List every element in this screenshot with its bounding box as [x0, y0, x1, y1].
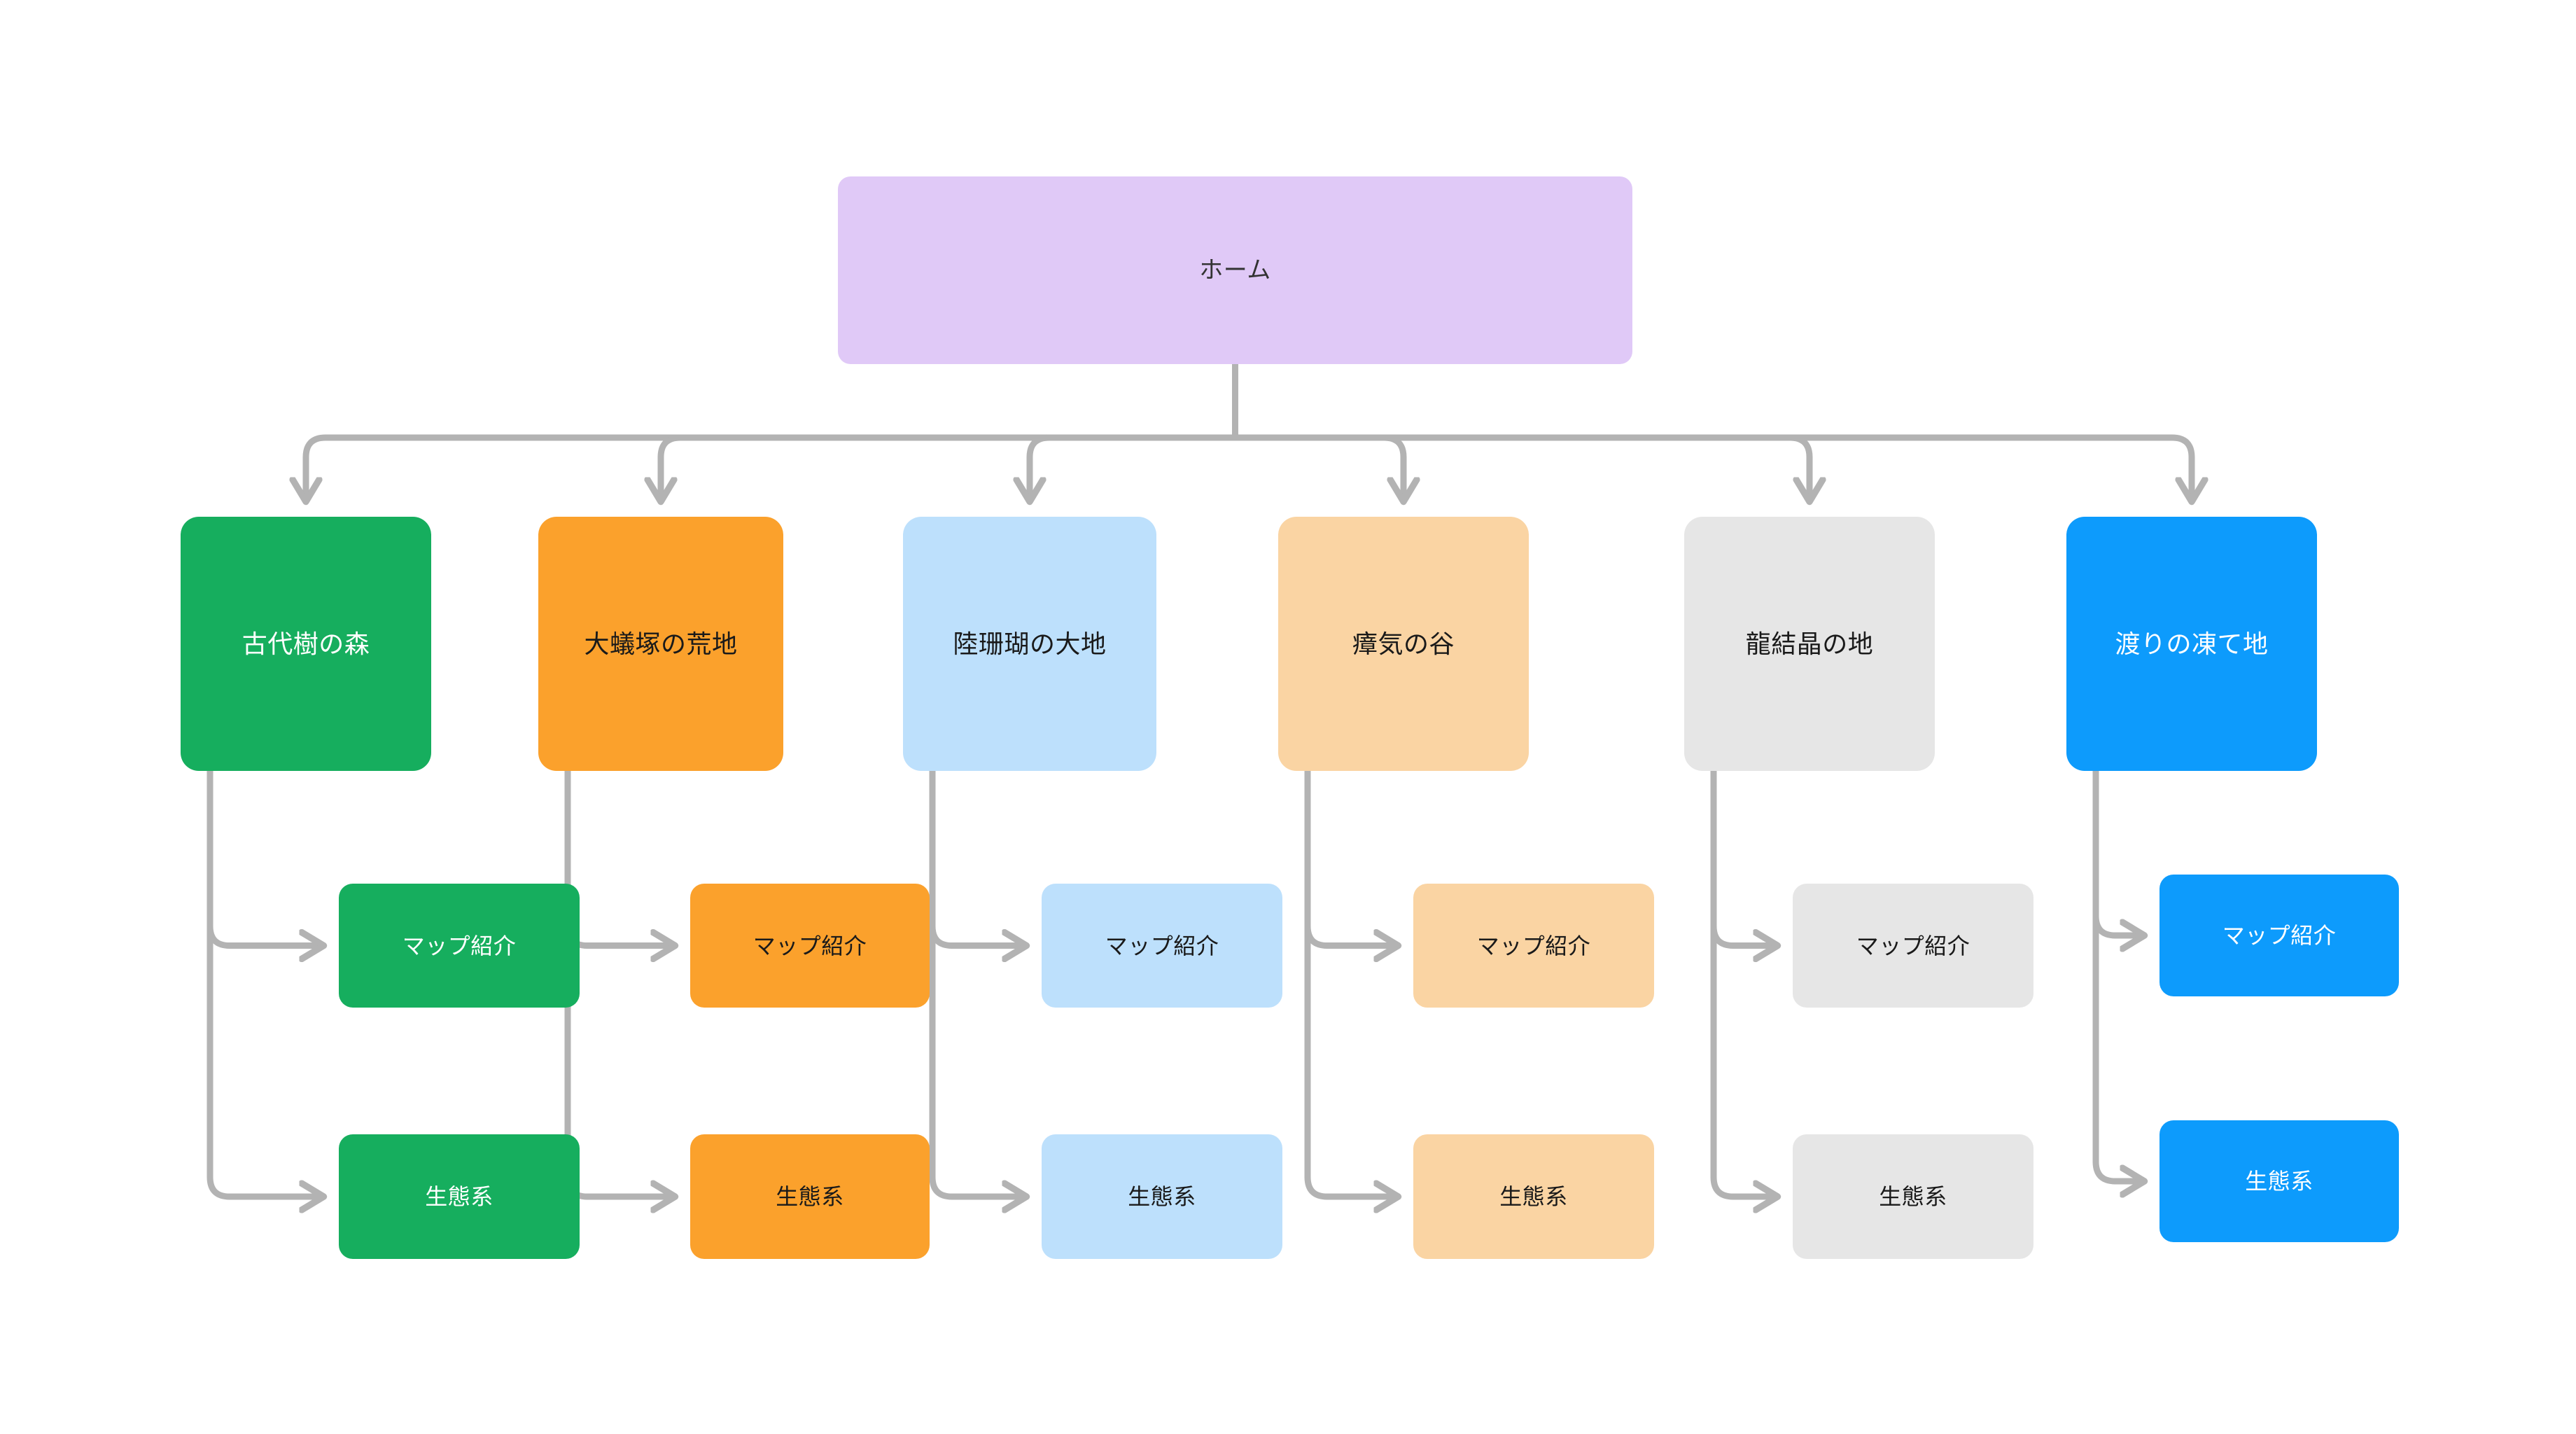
node-area-5[interactable]: 龍結晶の地: [1684, 517, 1935, 771]
node-area-2-label: 大蟻塚の荒地: [584, 629, 738, 658]
edge-root-to-area-6: [1232, 434, 2192, 499]
node-area-6-child-1[interactable]: マップ紹介: [2160, 875, 2399, 996]
node-home[interactable]: ホーム: [838, 176, 1632, 364]
edge-area-6-to-child-2: [2092, 767, 2141, 1181]
node-area-1-child-2[interactable]: 生態系: [339, 1134, 580, 1259]
node-area-3[interactable]: 陸珊瑚の大地: [903, 517, 1156, 771]
node-area-3-child-2[interactable]: 生態系: [1042, 1134, 1282, 1259]
node-area-4-child-1[interactable]: マップ紹介: [1413, 884, 1654, 1008]
edge-area-3-to-child-2: [929, 767, 1023, 1197]
edge-root-to-area-5: [1232, 434, 1810, 499]
node-area-2-child-2[interactable]: 生態系: [690, 1134, 930, 1259]
node-area-6-label: 渡りの凍て地: [2115, 629, 2269, 658]
edge-area-5-to-child-1: [1710, 767, 1774, 946]
node-area-6-child-2-label: 生態系: [2245, 1169, 2314, 1194]
node-area-5-child-1[interactable]: マップ紹介: [1793, 884, 2033, 1008]
node-area-5-child-1-label: マップ紹介: [1856, 933, 1970, 959]
node-area-1-label: 古代樹の森: [241, 629, 370, 658]
node-area-3-child-1[interactable]: マップ紹介: [1042, 884, 1282, 1008]
edge-root-to-area-2: [661, 434, 1238, 499]
node-area-4[interactable]: 瘴気の谷: [1278, 517, 1529, 771]
edge-area-5-to-child-2: [1710, 767, 1774, 1197]
node-area-4-child-2[interactable]: 生態系: [1413, 1134, 1654, 1259]
node-area-6[interactable]: 渡りの凍て地: [2066, 517, 2317, 771]
edge-area-1-to-child-2: [206, 767, 321, 1197]
node-area-2-child-2-label: 生態系: [776, 1184, 844, 1209]
node-area-1-child-1[interactable]: マップ紹介: [339, 884, 580, 1008]
node-area-2[interactable]: 大蟻塚の荒地: [538, 517, 783, 771]
node-area-1-child-2-label: 生態系: [425, 1184, 493, 1209]
node-area-2-child-1-label: マップ紹介: [752, 933, 867, 959]
edge-area-1-to-child-1: [206, 767, 321, 946]
node-area-4-child-2-label: 生態系: [1499, 1184, 1568, 1209]
node-area-5-child-2[interactable]: 生態系: [1793, 1134, 2033, 1259]
node-area-1[interactable]: 古代樹の森: [181, 517, 431, 771]
edge-root-to-area-3: [1030, 434, 1238, 499]
edge-area-4-to-child-1: [1304, 767, 1395, 946]
node-area-2-child-1[interactable]: マップ紹介: [690, 884, 930, 1008]
node-area-3-child-2-label: 生態系: [1128, 1184, 1196, 1209]
node-area-5-label: 龍結晶の地: [1745, 629, 1874, 658]
edge-area-6-to-child-1: [2092, 767, 2141, 935]
node-area-6-child-2[interactable]: 生態系: [2160, 1120, 2399, 1242]
edge-root-to-area-4: [1232, 434, 1404, 499]
node-area-4-child-1-label: マップ紹介: [1476, 933, 1591, 959]
edge-root-to-area-1: [306, 434, 1238, 499]
edge-area-2-to-child-1: [564, 767, 672, 946]
node-area-4-label: 瘴気の谷: [1352, 629, 1455, 658]
edge-area-3-to-child-1: [929, 767, 1023, 946]
node-area-6-child-1-label: マップ紹介: [2222, 923, 2337, 948]
node-area-5-child-2-label: 生態系: [1879, 1184, 1947, 1209]
edge-area-2-to-child-2: [564, 767, 672, 1197]
edge-area-4-to-child-2: [1304, 767, 1395, 1197]
node-area-1-child-1-label: マップ紹介: [402, 933, 517, 959]
node-home-label: ホーム: [1199, 256, 1271, 284]
node-area-3-child-1-label: マップ紹介: [1105, 933, 1219, 959]
node-area-3-label: 陸珊瑚の大地: [953, 629, 1107, 658]
